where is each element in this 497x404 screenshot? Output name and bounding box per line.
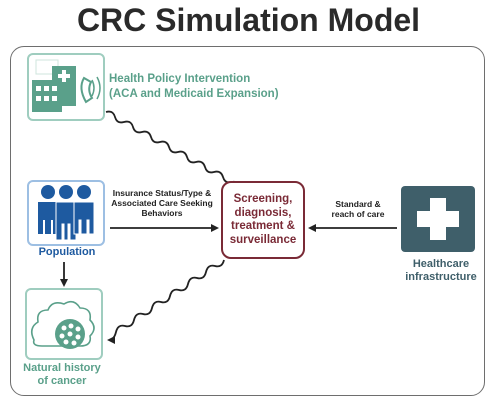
cancer-label-line1: Natural history [23, 362, 101, 374]
policy-label-line1: Health Policy Intervention [109, 73, 251, 85]
standard-label-line2: reach of care [331, 209, 385, 219]
policy-label: Health Policy Intervention (ACA and Medi… [109, 72, 279, 102]
cancer-label-line2: of cancer [37, 375, 87, 387]
infrastructure-label-line2: infrastructure [405, 271, 477, 283]
cancer-label: Natural history of cancer [14, 362, 110, 388]
screening-box: Screening, diagnosis, treatment & survei… [221, 181, 305, 259]
insurance-label-line1: Insurance Status/Type & [112, 188, 212, 198]
infrastructure-label-line1: Healthcare [412, 258, 470, 270]
population-icon [27, 180, 105, 246]
screening-line4: surveillance [229, 233, 297, 246]
policy-influence-arrow [105, 110, 242, 196]
insurance-label-line2: Associated Care Seeking [111, 198, 213, 208]
hospital-phone-icon [27, 53, 105, 121]
policy-label-line2: (ACA and Medicaid Expansion) [109, 88, 279, 100]
medical-cross-icon [401, 186, 475, 252]
insurance-label: Insurance Status/Type & Associated Care … [104, 188, 220, 218]
cancer-cells-icon [25, 288, 103, 360]
standard-of-care-label: Standard & reach of care [328, 199, 388, 219]
screening-line1: Screening, [233, 193, 293, 205]
population-label: Population [38, 246, 96, 258]
diagram-title: CRC Simulation Model [76, 2, 421, 38]
insurance-label-line3: Behaviors [141, 208, 183, 218]
standard-label-line1: Standard & [335, 199, 381, 209]
screening-line3: treatment & [231, 220, 295, 232]
infrastructure-label: Healthcare infrastructure [396, 258, 486, 284]
cancer-influence-arrow [107, 259, 225, 344]
screening-line2: diagnosis, [234, 206, 292, 219]
